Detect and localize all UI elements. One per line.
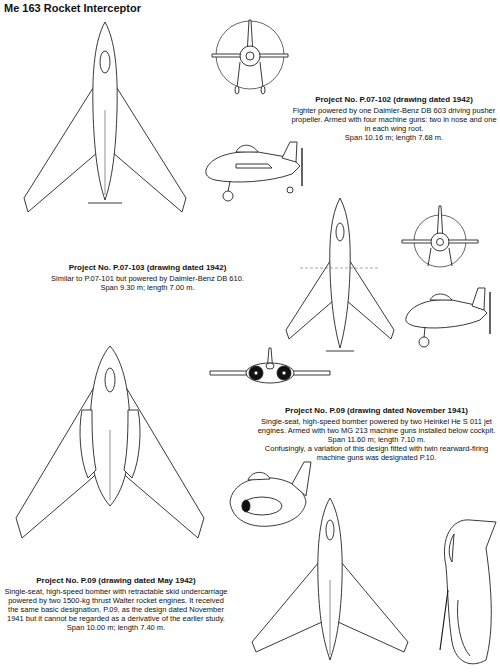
side-view: [206, 142, 302, 201]
plan-view: [24, 22, 186, 212]
project-note: Single-seat, high-speed bomber with retr…: [2, 587, 230, 623]
project-note: Single-seat, high-speed bomber powered b…: [255, 417, 498, 435]
plan-view: [286, 198, 394, 351]
caption-block: Project No. P.07-103 (drawing dated 1942…: [15, 263, 280, 292]
project-note: Similar to P.07-101 but powered by Daiml…: [15, 274, 280, 283]
project-heading: Project No. P.09 (drawing dated May 1942…: [2, 576, 230, 586]
side-view: [230, 462, 311, 526]
caption-block: Project No. P.07-102 (drawing dated 1942…: [290, 95, 498, 142]
plan-view: [252, 498, 408, 660]
project-note: Span 10.00 m; length 7.40 m.: [2, 623, 230, 632]
front-view: [212, 20, 288, 94]
front-view: [210, 348, 330, 383]
side-view: [406, 288, 490, 347]
project-note: Span 9.30 m; length 7.00 m.: [15, 283, 280, 292]
project-note: Fighter powered by one Daimler-Benz DB 6…: [290, 106, 498, 133]
project-heading: Project No. P.09 (drawing dated November…: [255, 406, 498, 416]
page-title: Me 163 Rocket Interceptor: [4, 2, 141, 14]
plan-view: [16, 346, 204, 538]
caption-block: Project No. P.09 (drawing dated May 1942…: [2, 576, 230, 632]
project-note: Span 10.16 m; length 7.68 m.: [290, 133, 498, 142]
project-heading: Project No. P.07-103 (drawing dated 1942…: [15, 263, 280, 273]
side-view: [440, 520, 496, 664]
project-note: Span 11.60 m; length 7.10 m.: [255, 435, 498, 444]
project-note: Confusingly, a variation of this design …: [255, 444, 498, 462]
caption-block: Project No. P.09 (drawing dated November…: [255, 406, 498, 462]
front-view: [402, 206, 478, 267]
project-heading: Project No. P.07-102 (drawing dated 1942…: [290, 95, 498, 105]
